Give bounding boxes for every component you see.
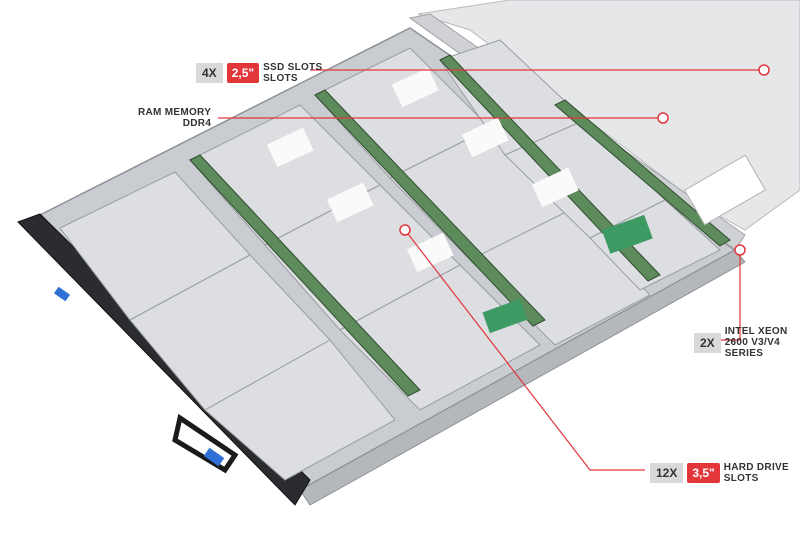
chassis-side-wall [299, 249, 746, 506]
backplane-boards [189, 54, 731, 397]
cpu-callout: 2X INTEL XEON 2600 V3/V4 SERIES [694, 326, 788, 359]
cpu-callout-line2: 2600 V3/V4 [724, 337, 780, 348]
ssd-riser-board [482, 298, 528, 334]
ssd-riser-board [601, 214, 653, 254]
ram-callout-text: RAM MEMORY DDR4 [138, 107, 211, 129]
ram-callout-marker [657, 112, 669, 124]
ssd-callout-marker [758, 64, 770, 76]
rear-label-sticker [684, 154, 766, 226]
cpu-callout-marker [734, 244, 746, 256]
ssd-callout-line1: SSD SLOTS [263, 62, 323, 73]
ssd-callout: 4X 2,5" SSD SLOTS SLOTS [196, 62, 322, 84]
hdd-callout-line2: SLOTS [723, 473, 759, 484]
bay-cutouts [266, 67, 579, 273]
ssd-size-badge: 2,5" [226, 63, 260, 83]
cpu-quantity-badge: 2X [694, 332, 721, 353]
ssd-quantity-badge: 4X [196, 63, 223, 83]
hdd-callout: 12X 3,5" HARD DRIVE SLOTS [650, 462, 789, 484]
hdd-size-badge: 3,5" [687, 463, 720, 483]
hdd-callout-text: HARD DRIVE SLOTS [724, 462, 789, 484]
handle-tab [203, 447, 225, 467]
release-tab [53, 286, 71, 302]
hdd-callout-marker [399, 224, 411, 236]
hdd-callout-line1: HARD DRIVE [723, 462, 789, 473]
hdd-quantity-badge: 12X [650, 463, 684, 483]
ram-callout-line1: RAM MEMORY [138, 107, 212, 118]
ssd-callout-text: SSD SLOTS SLOTS [263, 62, 322, 84]
cpu-callout-line1: INTEL XEON [724, 326, 788, 337]
cpu-callout-text: INTEL XEON 2600 V3/V4 SERIES [725, 326, 788, 359]
ssd-callout-line2: SLOTS [263, 73, 298, 84]
ram-callout: RAM MEMORY DDR4 [138, 107, 211, 129]
ram-callout-line2: DDR4 [182, 118, 212, 129]
hdd-leader-line [404, 229, 645, 471]
front-handle [172, 413, 239, 474]
cpu-callout-line3: SERIES [724, 348, 764, 359]
